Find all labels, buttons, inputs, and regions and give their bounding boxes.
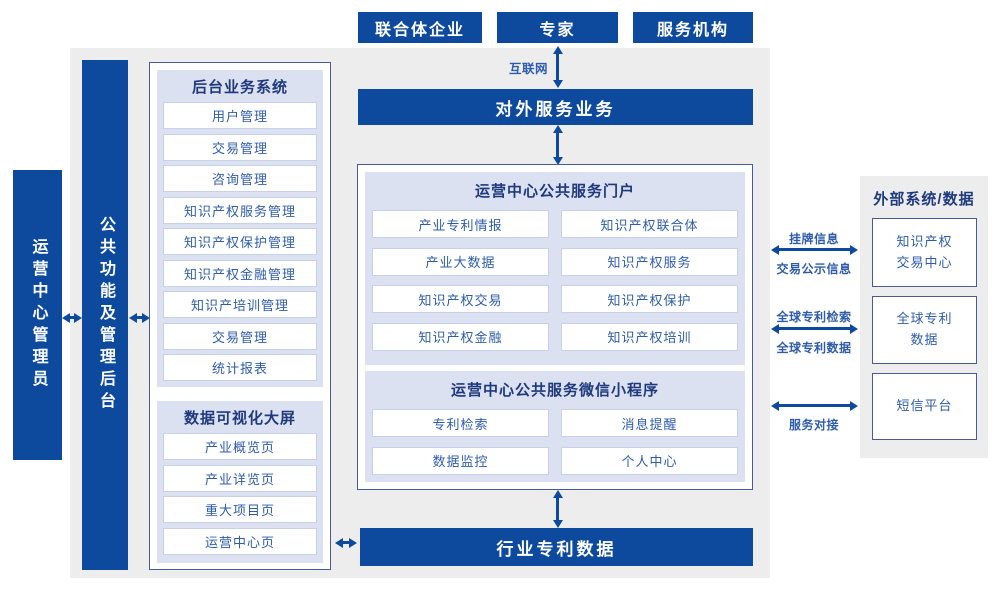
double-arrow-dataviz-industry <box>343 541 349 544</box>
list-item: 产业大数据 <box>372 247 549 276</box>
global-patent-data-label: 全球专利数据 <box>776 341 852 355</box>
portal-section: 运营中心公共服务门户 产业专利情报 知识产权联合体 产业大数据 知识产权服务 知… <box>365 172 745 365</box>
external-service-bar: 对外服务业务 <box>358 89 753 125</box>
list-item: 数据监控 <box>372 446 549 475</box>
miniapp-title: 运营中心公共服务微信小程序 <box>450 382 659 399</box>
ops-center-admin-box: 运营中心管理员 <box>13 170 62 460</box>
dataviz-section: 数据可视化大屏 产业概览页 产业详览页 重大项目页 运营中心页 <box>157 401 323 563</box>
list-item: 重大项目页 <box>163 496 317 523</box>
portal-title: 运营中心公共服务门户 <box>474 183 635 200</box>
dataviz-list: 产业概览页 产业详览页 重大项目页 运营中心页 <box>157 429 323 555</box>
list-item: 知识产权金融 <box>372 322 549 351</box>
service-docking-label: 服务对接 <box>788 418 839 432</box>
internet-label: 互联网 <box>508 62 548 76</box>
list-item: 知识产权金融管理 <box>163 259 317 287</box>
double-arrow-sms-platform <box>779 404 850 407</box>
dataviz-title: 数据可视化大屏 <box>183 410 296 427</box>
list-item: 知识产权培训 <box>561 322 738 351</box>
double-arrow-global-patent <box>779 327 850 330</box>
miniapp-section: 运营中心公共服务微信小程序 专利检索 消息提醒 数据监控 个人中心 <box>365 371 745 482</box>
list-item: 消息提醒 <box>561 409 738 437</box>
backend-system-title: 后台业务系统 <box>191 79 288 96</box>
external-system-label: 全球专利数据 <box>896 311 953 347</box>
external-system-trading-center: 知识产权交易中心 <box>872 218 977 287</box>
portal-grid: 产业专利情报 知识产权联合体 产业大数据 知识产权服务 知识产权交易 知识产权保… <box>365 204 745 351</box>
listing-info-label: 挂牌信息 <box>788 232 839 246</box>
backend-system-list: 用户管理 交易管理 咨询管理 知识产权服务管理 知识产权保护管理 知识产权金融管… <box>157 98 323 381</box>
double-arrow-internet <box>556 54 559 80</box>
external-system-sms-platform: 短信平台 <box>872 373 977 440</box>
actor-service-organizations: 服务机构 <box>633 12 753 43</box>
list-item: 统计报表 <box>163 354 317 381</box>
list-item: 知识产权交易 <box>372 285 549 313</box>
double-arrow-trading-center <box>779 248 850 251</box>
double-arrow-service-portal <box>556 133 559 157</box>
trade-publicity-label: 交易公示信息 <box>776 262 852 276</box>
double-arrow-portal-industry <box>556 498 559 520</box>
list-item: 专利检索 <box>372 409 549 437</box>
double-arrow-backend-system <box>137 316 142 319</box>
external-system-global-patent-data: 全球专利数据 <box>872 296 977 364</box>
external-systems-title: 外部系统/数据 <box>873 191 975 208</box>
list-item: 运营中心页 <box>163 527 317 555</box>
list-item: 知识产权服务管理 <box>163 196 317 224</box>
list-item: 产业详览页 <box>163 464 317 492</box>
backend-system-section: 后台业务系统 用户管理 交易管理 咨询管理 知识产权服务管理 知识产权保护管理 … <box>157 70 323 387</box>
list-item: 知识产权保护管理 <box>163 228 317 255</box>
list-item: 知识产权保护 <box>561 285 738 313</box>
list-item: 知识产权服务 <box>561 247 738 276</box>
list-item: 交易管理 <box>163 133 317 161</box>
industry-patent-data-bar: 行业专利数据 <box>360 528 753 566</box>
actor-experts: 专家 <box>497 12 618 43</box>
list-item: 产业专利情报 <box>372 210 549 238</box>
external-system-label: 短信平台 <box>896 398 953 414</box>
list-item: 个人中心 <box>561 446 738 475</box>
list-item: 交易管理 <box>163 322 317 350</box>
double-arrow-admin-backend <box>70 316 74 319</box>
list-item: 知识产权联合体 <box>561 210 738 238</box>
actor-consortium-enterprises: 联合体企业 <box>358 12 482 43</box>
list-item: 咨询管理 <box>163 165 317 192</box>
external-system-label: 知识产权交易中心 <box>896 233 953 270</box>
global-patent-search-label: 全球专利检索 <box>776 310 852 324</box>
list-item: 知识产培训管理 <box>163 291 317 318</box>
list-item: 用户管理 <box>163 102 317 129</box>
list-item: 产业概览页 <box>163 433 317 460</box>
miniapp-grid: 专利检索 消息提醒 数据监控 个人中心 <box>365 403 745 475</box>
public-functions-backend-bar: 公共功能及管理后台 <box>82 60 128 570</box>
